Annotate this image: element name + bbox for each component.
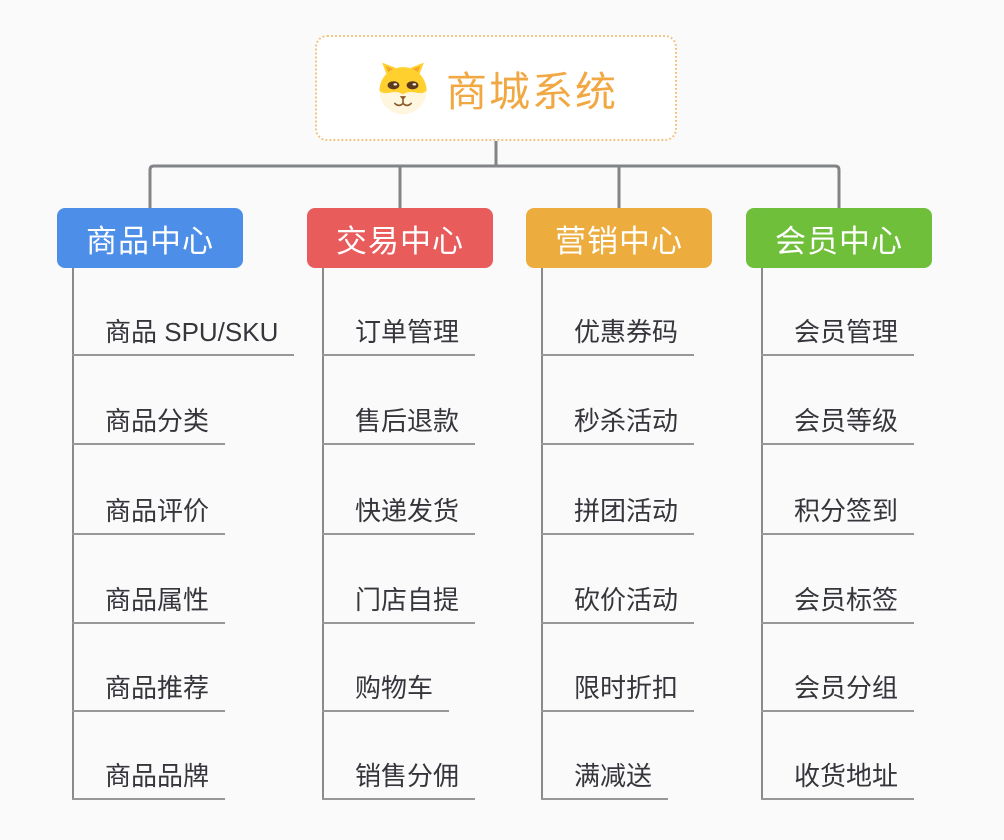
mindmap-node[interactable]: 商品品牌: [72, 760, 226, 800]
mindmap-node[interactable]: 限时折扣: [541, 672, 695, 712]
root-title: 商城系统: [446, 69, 618, 115]
mindmap-node[interactable]: 积分签到: [761, 495, 915, 535]
mindmap-node[interactable]: 收货地址: [761, 760, 915, 800]
mindmap-node[interactable]: 销售分佣: [322, 760, 476, 800]
branch-node-member-center[interactable]: 会员中心: [746, 208, 932, 268]
mindmap-node[interactable]: 满减送: [541, 760, 669, 800]
mindmap-node[interactable]: 商品属性: [72, 584, 226, 624]
mindmap-node[interactable]: 门店自提: [322, 584, 476, 624]
branch-node-trade-center[interactable]: 交易中心: [307, 208, 493, 268]
mindmap-node[interactable]: 商品推荐: [72, 672, 226, 712]
branch-trade-center: 交易中心 订单管理 售后退款 快递发货 门店自提 购物车 销售分佣: [307, 208, 567, 808]
mindmap-node[interactable]: 商品评价: [72, 495, 226, 535]
doge-icon: [379, 62, 427, 115]
mindmap-node[interactable]: 砍价活动: [541, 584, 695, 624]
branch-marketing-center: 营销中心 优惠券码 秒杀活动 拼团活动 砍价活动 限时折扣 满减送: [526, 208, 786, 808]
mindmap-node[interactable]: 优惠券码: [541, 316, 695, 356]
branch-member-center: 会员中心 会员管理 会员等级 积分签到 会员标签 会员分组 收货地址: [746, 208, 1004, 808]
mindmap-node[interactable]: 售后退款: [322, 405, 476, 445]
mindmap-node[interactable]: 拼团活动: [541, 495, 695, 535]
mindmap-node[interactable]: 快递发货: [322, 495, 476, 535]
mindmap-node[interactable]: 会员分组: [761, 672, 915, 712]
mindmap-node[interactable]: 会员标签: [761, 584, 915, 624]
branch-product-center: 商品中心 商品 SPU/SKU 商品分类 商品评价 商品属性 商品推荐 商品品牌: [57, 208, 317, 808]
mindmap-node[interactable]: 购物车: [322, 672, 450, 712]
branch-node-product-center[interactable]: 商品中心: [57, 208, 243, 268]
mindmap-node[interactable]: 商品分类: [72, 405, 226, 445]
mindmap-node[interactable]: 会员等级: [761, 405, 915, 445]
root-node-mall-system[interactable]: 商城系统: [315, 35, 677, 141]
mindmap-node[interactable]: 会员管理: [761, 316, 915, 356]
branch-node-marketing-center[interactable]: 营销中心: [526, 208, 712, 268]
mindmap-node[interactable]: 订单管理: [322, 316, 476, 356]
mindmap-node[interactable]: 秒杀活动: [541, 405, 695, 445]
mindmap-node[interactable]: 商品 SPU/SKU: [72, 316, 295, 356]
